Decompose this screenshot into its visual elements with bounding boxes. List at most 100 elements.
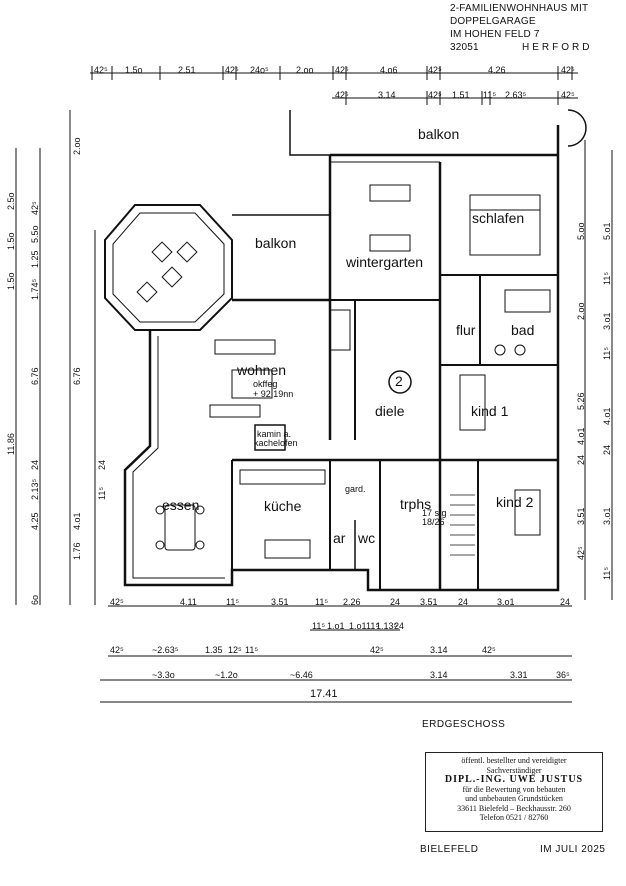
dim-left1-b: 1.5o	[6, 232, 16, 250]
dim-bottom1-b: 4.11	[180, 597, 197, 607]
furniture	[136, 184, 551, 559]
dim-top2-g: 42⁵	[561, 90, 575, 100]
dim-top2-e: 11⁵	[483, 90, 497, 100]
dim-bottom1-g: 24	[390, 597, 401, 607]
dim-bottom4-a: ~3.3o	[152, 670, 175, 680]
dim-top2-a: 42⁵	[335, 90, 349, 100]
dim-right2-f: 24	[602, 444, 612, 455]
room-label-flur: flur	[456, 322, 476, 338]
dim-top1-h: 4.o6	[380, 65, 398, 75]
dim-bottom3-h: 42⁵	[482, 645, 496, 655]
dim-right2-e: 4.o1	[602, 407, 612, 425]
dim-right2-a: 5.o1	[602, 222, 612, 240]
dim-top2-c: 42⁵	[428, 90, 442, 100]
title-line-3: IM HOHEN FELD 7	[450, 29, 540, 40]
unit-number-circle	[388, 370, 412, 394]
dim-left3-b: 6.76	[72, 367, 82, 385]
dim-top2-b: 3.14	[378, 90, 396, 100]
dim-bottom1-j: 3.o1	[497, 597, 515, 607]
dim-right2-d: 11⁵	[602, 346, 612, 360]
dim-top1-f: 2.oo	[296, 65, 314, 75]
dim-bottom4-c: ~6.46	[290, 670, 313, 680]
dim-left2-a: 42⁵	[30, 201, 40, 215]
dim-right2-g: 3.o1	[602, 507, 612, 525]
title-block: 2-FAMILIENWOHNHAUS MIT DOPPELGARAGE IM H…	[450, 2, 589, 54]
annotation-okffeg: okffeg	[253, 379, 278, 389]
room-label-wintergarten: wintergarten	[346, 254, 424, 270]
room-label-diele: diele	[375, 403, 405, 419]
dim-top1-a: 42⁵	[94, 65, 108, 75]
room-label-kind-1: kind 1	[471, 403, 509, 419]
annotation-stairs-dim: 18/26	[422, 517, 445, 527]
dim-bottom3-f: 42⁵	[370, 645, 384, 655]
title-postcode: 32051	[450, 42, 479, 53]
dim-left2-c: 1.25	[30, 250, 40, 268]
dim-top1-j: 4.26	[488, 65, 506, 75]
dim-bottom2-e: 1.13⁵	[376, 621, 398, 631]
dim-bottom3-c: 1.35	[205, 645, 223, 655]
dim-top2-d: 1.51	[452, 90, 470, 100]
dim-right1-d: 4.o1	[576, 427, 586, 445]
annotation-gard: gard.	[345, 484, 366, 494]
dim-bottom3-b: ~2.63⁵	[152, 645, 179, 655]
stamp-address: 33611 Bielefeld – Beckhausstr. 260	[457, 803, 571, 813]
dim-bottom1-f: 2.26	[343, 597, 361, 607]
dim-bottom4-b: ~1.2o	[215, 670, 238, 680]
dim-top1-c: 2.51	[178, 65, 196, 75]
dim-bottom4-f: 36⁵	[556, 670, 570, 680]
dim-right2-b: 11⁵	[602, 271, 612, 285]
dimension-ticks-top	[91, 66, 573, 105]
dim-top1-i: 42⁵	[428, 65, 442, 75]
dim-left2-h: 4.25	[30, 512, 40, 530]
dim-top1-e: 24o⁵	[250, 65, 269, 75]
room-label-bad: bad	[511, 322, 535, 338]
dim-bottom3-e: 11⁵	[245, 645, 259, 655]
dim-bottom1-a: 42⁵	[110, 597, 124, 607]
dim-bottom1-c: 11⁵	[226, 597, 240, 607]
stamp-line-5: und unbebauten Grundstücken	[465, 794, 563, 803]
bay-window-wall	[104, 204, 233, 331]
annotation-kamin: kamin a.	[257, 429, 292, 439]
dim-right2-h: 11⁵	[602, 566, 612, 580]
dim-bottom1-d: 3.51	[271, 597, 289, 607]
dim-right1-g: 42⁵	[576, 546, 586, 560]
dim-bottom4-e: 3.31	[510, 670, 528, 680]
room-label-essen: essen	[162, 497, 200, 513]
dim-left3-e: 24	[97, 459, 107, 470]
dim-right1-e: 24	[576, 454, 586, 465]
dim-bottom3-g: 3.14	[430, 645, 448, 655]
room-label-kind-2: kind 2	[496, 494, 534, 510]
annotation-elevation: + 92.19nn	[253, 389, 294, 399]
room-label-schlafen: schlafen	[472, 210, 525, 226]
room-label-wohnen: wohnen	[237, 362, 287, 378]
dim-bottom4-d: 3.14	[430, 670, 448, 680]
dim-top2-f: 2.63⁵	[505, 90, 527, 100]
expert-stamp: öffentl. bestellter und vereidigter Sach…	[425, 752, 603, 832]
title-city: HERFORD	[522, 42, 593, 53]
dim-bottom2-b: 1.o1	[327, 621, 345, 631]
dim-bottom2-c: 1.o1	[349, 621, 367, 631]
footer-date: IM JULI 2025	[540, 844, 606, 855]
stamp-name: DIPL.-ING. UWE JUSTUS	[444, 774, 584, 785]
room-label-balkon-mid: balkon	[255, 235, 297, 251]
annotation-kachelofen: kachelofen	[254, 438, 298, 448]
dim-left3-f: 11⁵	[97, 486, 107, 500]
dim-right1-b: 2.oo	[576, 302, 586, 320]
dim-bottom3-a: 42⁵	[110, 645, 124, 655]
dim-left2-i: 6o	[30, 594, 40, 605]
dim-left2-b: 5.5o	[30, 225, 40, 243]
dim-bottom1-h: 3.51	[420, 597, 438, 607]
room-label-balkon-top: balkon	[418, 126, 460, 142]
dim-left3-d: 1.76	[72, 542, 82, 560]
dim-left1-d: 11.86	[6, 433, 16, 455]
dim-left2-d: 1.74⁵	[30, 278, 40, 300]
spiral-stair	[567, 109, 587, 147]
dim-left3-a: 2.oo	[72, 137, 82, 155]
title-line-1: 2-FAMILIENWOHNHAUS MIT	[450, 3, 589, 14]
stamp-line-4: für die Bewertung von bebauten	[462, 784, 566, 794]
dim-right1-f: 3.51	[576, 507, 586, 525]
dim-right2-c: 3.o1	[602, 312, 612, 330]
dim-left1-a: 2.5o	[6, 192, 16, 210]
dim-right1-a: 5.oo	[576, 222, 586, 240]
